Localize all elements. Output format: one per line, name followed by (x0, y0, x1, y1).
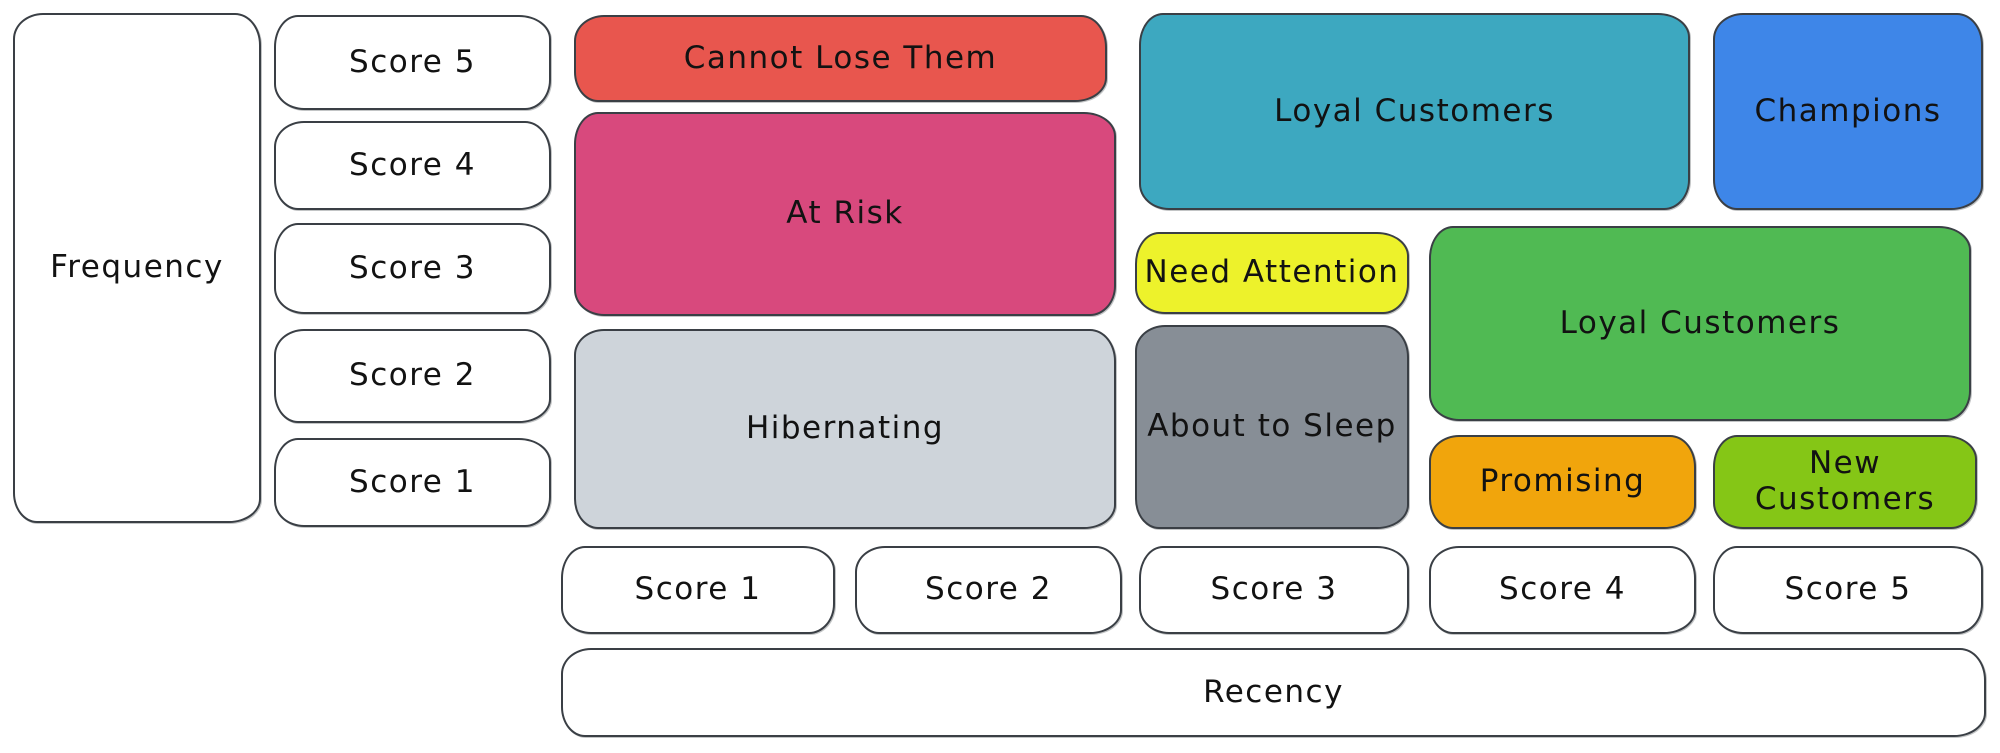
frequency-axis-label-box: Frequency (13, 13, 261, 523)
segment-at-risk-label: At Risk (786, 195, 904, 232)
segment-loyal-customers-mid-label: Loyal Customers (1559, 304, 1841, 341)
segment-hibernating-label: Hibernating (745, 410, 945, 447)
frequency-axis-label: Frequency (50, 249, 224, 286)
recency-score-3-box: Score 3 (1139, 546, 1409, 634)
recency-score-2-label: Score 2 (925, 571, 1052, 608)
segment-champions: Champions (1713, 13, 1983, 210)
segment-need-attention-label: Need Attention (1144, 254, 1400, 291)
segment-about-to-sleep-label: About to Sleep (1147, 408, 1397, 445)
recency-score-2-box: Score 2 (855, 546, 1122, 634)
frequency-score-4-box: Score 4 (274, 121, 551, 210)
recency-score-1-label: Score 1 (634, 571, 762, 608)
frequency-score-2-label: Score 2 (349, 357, 476, 394)
frequency-score-1-label: Score 1 (349, 463, 476, 500)
segment-promising: Promising (1429, 435, 1696, 529)
segment-cannot-lose-them: Cannot Lose Them (574, 15, 1107, 102)
recency-axis-label: Recency (1203, 673, 1344, 710)
segment-champions-label: Champions (1754, 92, 1942, 129)
segment-cannot-lose-them-label: Cannot Lose Them (683, 39, 998, 76)
frequency-score-3-box: Score 3 (274, 223, 551, 314)
segment-promising-label: Promising (1479, 463, 1646, 500)
frequency-score-2-box: Score 2 (274, 329, 551, 423)
segment-new-customers-label: New Customers (1754, 445, 1936, 517)
recency-score-5-label: Score 5 (1784, 571, 1912, 608)
segment-loyal-customers-upper-label: Loyal Customers (1274, 92, 1555, 129)
recency-score-4-box: Score 4 (1429, 546, 1696, 634)
recency-score-3-label: Score 3 (1210, 571, 1338, 608)
recency-axis-label-box: Recency (561, 648, 1986, 737)
frequency-score-4-label: Score 4 (349, 146, 476, 183)
frequency-score-1-box: Score 1 (274, 438, 551, 527)
recency-score-5-box: Score 5 (1713, 546, 1983, 634)
frequency-score-3-label: Score 3 (349, 249, 476, 286)
recency-score-4-label: Score 4 (1499, 571, 1626, 608)
segment-about-to-sleep: About to Sleep (1135, 325, 1409, 529)
recency-score-1-box: Score 1 (561, 546, 835, 634)
segment-need-attention: Need Attention (1135, 232, 1409, 314)
segment-loyal-customers-upper: Loyal Customers (1139, 13, 1690, 210)
segment-new-customers: New Customers (1713, 435, 1977, 529)
segment-at-risk: At Risk (574, 112, 1116, 316)
frequency-score-5-label: Score 5 (349, 43, 476, 80)
segment-loyal-customers-mid: Loyal Customers (1429, 226, 1971, 421)
frequency-score-5-box: Score 5 (274, 15, 551, 110)
segment-hibernating: Hibernating (574, 329, 1116, 529)
